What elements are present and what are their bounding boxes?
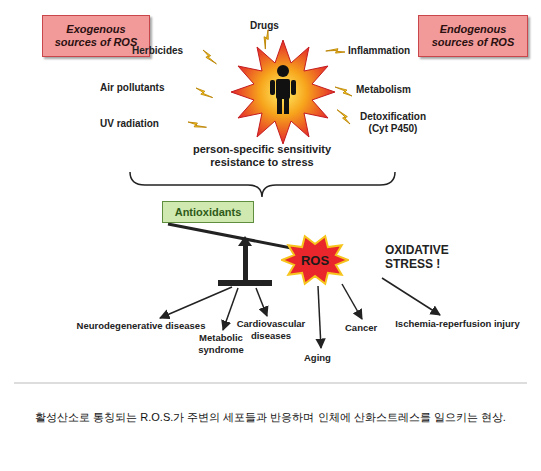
source-label: Air pollutants — [100, 82, 190, 94]
outcome-label: Ischemia-reperfusion injury — [395, 318, 520, 330]
curly-brace — [130, 172, 395, 197]
source-label: Detoxification (Cyt P450) — [352, 111, 434, 135]
sensitivity-note: person-specific sensitivity resistance t… — [176, 143, 348, 169]
box-text: ROS — [301, 253, 329, 268]
source-box: Endogenous sources of ROS — [418, 15, 528, 57]
source-label: Inflammation — [348, 45, 428, 57]
stress-starburst — [231, 40, 335, 144]
ros-star: ROS — [281, 234, 349, 286]
source-label: Drugs — [250, 20, 300, 32]
box-text: Endogenous sources of ROS — [425, 23, 521, 49]
box-text: Antioxidants — [175, 206, 242, 219]
box-text: Exogenous sources of ROS — [49, 23, 143, 49]
source-label: UV radiation — [100, 118, 185, 130]
lightning-bolts — [188, 30, 353, 131]
caption: 활성산소로 통칭되는 R.O.S.가 주변의 세포들과 반응하며 인체에 산화스… — [8, 410, 533, 425]
outcome-label: Neurodegenerative diseases — [66, 320, 216, 332]
antioxidant-box: Antioxidants — [162, 201, 254, 223]
source-label: Herbicides — [132, 45, 202, 57]
star-shape — [282, 236, 348, 284]
outcome-label: Metabolic syndrome — [188, 332, 254, 356]
outcome-label: Cardiovascular diseases — [228, 318, 314, 342]
source-label: Metabolism — [356, 84, 436, 96]
separator-line — [14, 383, 527, 384]
outcome-label: Cancer — [345, 322, 395, 334]
person-icon — [270, 65, 296, 114]
stress-label: OXIDATIVE STRESS ! — [385, 243, 465, 271]
outcome-label: Aging — [304, 352, 344, 364]
